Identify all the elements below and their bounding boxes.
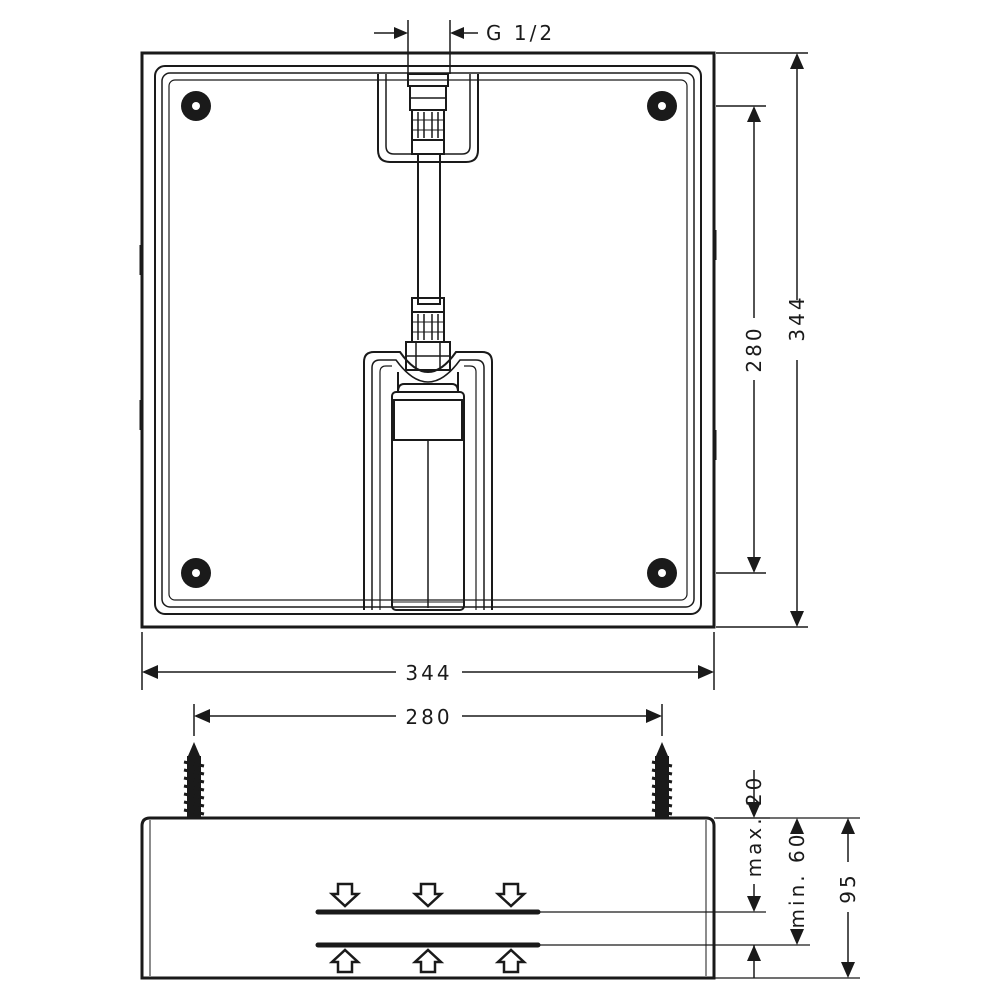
top-view: [139, 51, 717, 629]
connection-label: G 1/2: [486, 21, 555, 45]
screw-spacing-vertical-dimension: 280: [716, 105, 766, 574]
width-label: 344: [405, 661, 452, 685]
screw-spacing-vertical-label: 280: [742, 325, 766, 372]
press-down-arrow-1: [328, 882, 362, 908]
press-down-arrow-3: [494, 882, 528, 908]
press-up-arrow-1: [328, 948, 362, 974]
top-view-outer-frame: [140, 51, 716, 629]
body-pocket: [363, 351, 493, 610]
top-view-inner-frame: [154, 65, 702, 615]
min-label: min. 60: [785, 832, 809, 929]
press-down-arrow-2: [411, 882, 445, 908]
threaded-rod-left: [183, 742, 205, 818]
side-screw-spacing-dimension: 280: [193, 704, 663, 736]
min-60-dimension: min. 60: [538, 817, 812, 978]
side-view-body: [140, 816, 716, 980]
side-screw-spacing-label: 280: [405, 705, 452, 729]
press-up-arrow-3: [494, 948, 528, 974]
mounting-hole-bottom-left: [181, 558, 211, 588]
frame-edge-ticks: [139, 230, 717, 460]
body-pocket-inner: [371, 359, 485, 610]
height-dimension: 344: [716, 52, 809, 628]
width-dimension: 344: [141, 632, 715, 690]
height-label: 344: [785, 294, 809, 341]
press-up-arrow-2: [411, 948, 445, 974]
connection-pocket: [377, 74, 479, 163]
max-label: max. 20: [742, 775, 766, 878]
body-pocket-inner-2: [379, 365, 477, 610]
depth-label: 95: [836, 872, 860, 903]
shower-body: [391, 372, 465, 611]
side-view: [140, 742, 716, 980]
connection-dimension: G 1/2: [374, 20, 555, 74]
mounting-hole-bottom-right: [647, 558, 677, 588]
depth-95-dimension: 95: [714, 817, 860, 979]
threaded-rod-right: [651, 742, 673, 818]
connector-hose: [405, 73, 451, 371]
mounting-hole-top-right: [647, 91, 677, 121]
mounting-hole-top-left: [181, 91, 211, 121]
max-20-dimension: max. 20: [538, 770, 770, 913]
